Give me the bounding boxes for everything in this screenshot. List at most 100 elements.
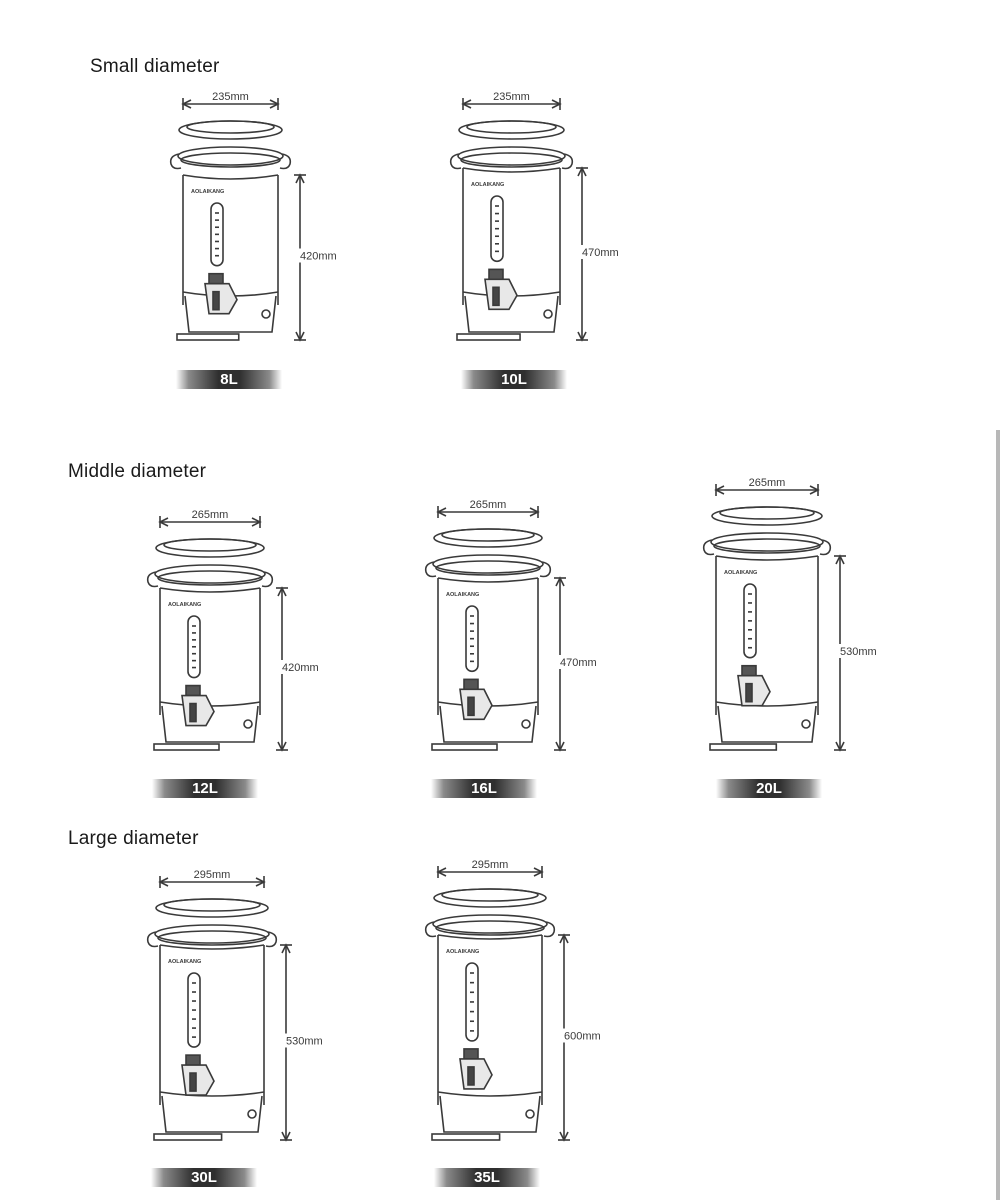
brand-label: AOLAIKANG	[191, 189, 224, 195]
handle-left	[146, 931, 159, 948]
body-sides	[437, 935, 543, 1105]
diameter-label-bg	[464, 857, 516, 870]
handle-right	[543, 921, 556, 938]
handle-left	[146, 571, 159, 588]
height-arrow-top	[281, 943, 291, 954]
water-gauge	[210, 202, 224, 267]
rim	[154, 564, 266, 584]
diameter-arrow-right	[551, 99, 562, 109]
rim-inner	[460, 152, 563, 168]
height-label-bg	[284, 1033, 332, 1048]
rim-inner	[180, 152, 281, 168]
power-indicator	[525, 1109, 535, 1119]
power-indicator	[243, 719, 253, 729]
diameter-label: 295mm	[194, 869, 231, 881]
water-gauge	[187, 615, 201, 679]
height-label: 600mm	[564, 1031, 601, 1043]
height-arrow-bottom	[835, 741, 845, 752]
body-top-edge	[715, 555, 819, 561]
height-arrow-bottom	[295, 331, 305, 342]
section-title-middle: Middle diameter	[68, 461, 207, 482]
height-arrow-bottom	[277, 741, 287, 752]
diameter-arrow-left	[158, 877, 169, 887]
body-top-edge	[437, 934, 543, 940]
diameter-arrow-left	[461, 99, 472, 109]
capacity-label: 20L	[716, 779, 822, 798]
diameter-arrow-left	[181, 99, 192, 109]
lid-top	[441, 888, 539, 902]
height-label: 470mm	[560, 657, 597, 669]
rim-inner	[157, 930, 267, 946]
foot-plate	[153, 1133, 223, 1141]
brand-label: AOLAIKANG	[446, 949, 479, 955]
body-sides	[182, 175, 279, 305]
rim	[710, 532, 824, 552]
urn-drawing	[169, 98, 306, 342]
handle-right	[819, 539, 832, 556]
lid-top	[719, 506, 815, 520]
diameter-arrow-left	[714, 485, 725, 495]
rim	[177, 146, 284, 166]
tap-body	[459, 1058, 493, 1090]
foot-plate	[431, 743, 498, 751]
height-label: 470mm	[582, 247, 619, 259]
brand-label: AOLAIKANG	[168, 602, 201, 608]
brand-label: AOLAIKANG	[471, 182, 504, 188]
capacity-label: 30L	[151, 1168, 257, 1187]
base-section	[717, 705, 817, 743]
foot-plate	[176, 333, 240, 341]
diameter-arrow-left	[158, 517, 169, 527]
water-gauge	[743, 583, 757, 659]
diameter-arrow-right	[251, 517, 262, 527]
brand-label: AOLAIKANG	[724, 570, 757, 576]
body-top-edge	[159, 587, 261, 593]
height-label-bg	[562, 1028, 610, 1043]
rim-inner	[435, 560, 541, 576]
diameter-arrow-left	[436, 507, 447, 517]
tap-spout	[492, 286, 500, 307]
diameter-label: 265mm	[470, 499, 507, 511]
handle-left	[424, 921, 437, 938]
power-indicator	[521, 719, 531, 729]
tap-spout	[189, 1072, 197, 1092]
base-section	[184, 295, 277, 333]
diameter-arrow-left	[436, 867, 447, 877]
base-section	[161, 705, 259, 743]
height-label: 420mm	[282, 662, 319, 674]
brand-label: AOLAIKANG	[446, 592, 479, 598]
lid-top	[163, 898, 261, 912]
diameter-label: 235mm	[212, 91, 249, 103]
diameter-label-bg	[741, 475, 793, 488]
lid-top	[466, 120, 557, 134]
tap-handle	[463, 1048, 479, 1060]
height-label: 530mm	[840, 646, 877, 658]
tap-spout	[467, 1066, 475, 1086]
urn-drawing	[424, 506, 566, 752]
body-sides	[715, 556, 819, 715]
height-label: 420mm	[300, 251, 337, 263]
base-section	[439, 1095, 541, 1133]
diameter-arrow-right	[809, 485, 820, 495]
tap-spout	[212, 290, 220, 311]
capacity-label: 35L	[434, 1168, 540, 1187]
body-sides	[159, 588, 261, 715]
height-label-bg	[580, 245, 628, 259]
height-arrow-top	[277, 586, 287, 597]
rim-inner	[435, 920, 545, 936]
foot-plate	[431, 1133, 501, 1141]
lid-top	[441, 528, 535, 542]
height-label: 530mm	[286, 1036, 323, 1048]
body-sides	[437, 578, 539, 715]
diameter-label: 265mm	[192, 509, 229, 521]
water-gauge	[465, 605, 479, 673]
urn-drawing	[702, 484, 846, 752]
foot-plate	[709, 743, 778, 751]
diameter-label-bg	[204, 89, 257, 102]
section-title-large: Large diameter	[68, 828, 199, 849]
diameter-arrow-right	[529, 507, 540, 517]
handle-right	[261, 571, 274, 588]
